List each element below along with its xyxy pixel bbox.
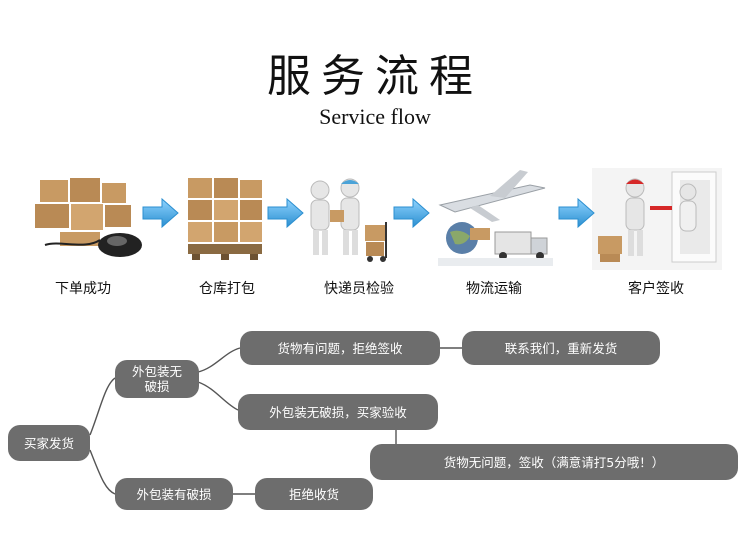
- flow-arrow: [142, 197, 179, 229]
- delivery-signoff-icon: [592, 168, 722, 270]
- airplane-truck-icon: [438, 170, 553, 266]
- flow-box-package-damaged: 外包装有破损: [115, 478, 233, 510]
- flow-box-buyer-ship: 买家发货: [8, 425, 90, 461]
- pallet-boxes-icon: [188, 178, 262, 260]
- flow-box-goods-problem-refuse: 货物有问题，拒绝签收: [240, 331, 440, 365]
- step-label-courier-inspect: 快递员检验: [324, 281, 394, 297]
- flow-arrow: [558, 197, 595, 229]
- step-label-order-success: 下单成功: [55, 281, 111, 297]
- step-label-customer-sign: 客户签收: [628, 281, 684, 297]
- page-title: 服务流程: [267, 51, 483, 102]
- flow-box-package-intact: 外包装无破损: [115, 360, 199, 398]
- flow-box-goods-ok-sign: 货物无问题，签收（满意请打5分哦！）: [370, 444, 738, 480]
- page-subtitle: Service flow: [319, 104, 431, 129]
- flow-arrow: [267, 197, 304, 229]
- flow-connectors: [89, 347, 462, 495]
- flow-box-refuse-receive: 拒绝收货: [255, 478, 373, 510]
- computer-mouse-boxes-icon: [35, 178, 142, 257]
- flow-box-contact-reship: 联系我们，重新发货: [462, 331, 660, 365]
- flow-arrow: [393, 197, 430, 229]
- step-label-warehouse-pack: 仓库打包: [199, 281, 255, 297]
- flow-box-buyer-inspect: 外包装无破损，买家验收: [238, 394, 438, 430]
- step-label-logistics: 物流运输: [466, 281, 522, 297]
- courier-inspection-icon: [310, 178, 387, 262]
